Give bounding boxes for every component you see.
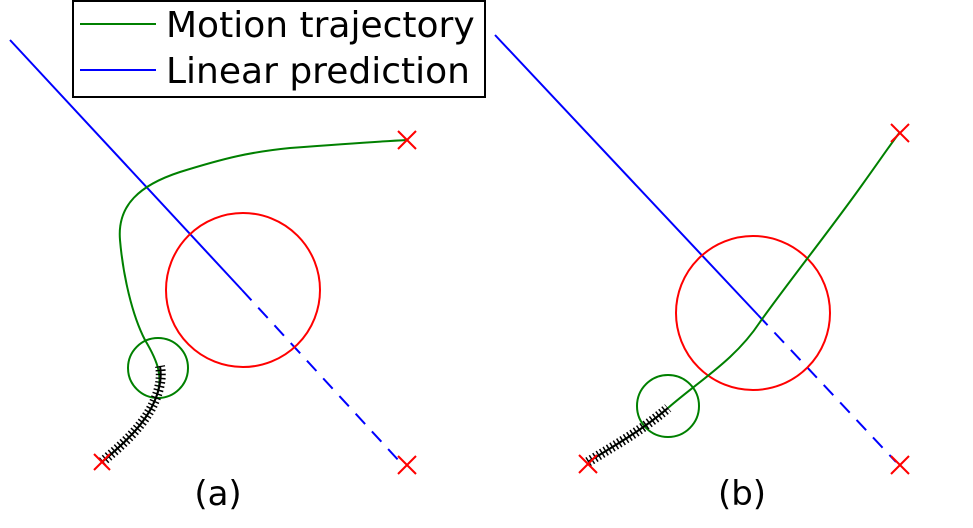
panel-a-observed-path-core [101,365,162,463]
panel-a-goal-marker [397,130,417,150]
panel-a-label: (a) [194,474,241,514]
panel-b: (b) [494,34,910,514]
panel-a: (a) [9,39,417,514]
panel-b-label: (b) [718,474,766,514]
panel-a-predicted-marker [397,455,417,475]
legend-label-motion-trajectory: Motion trajectory [166,5,475,46]
legend-label-linear-prediction: Linear prediction [166,51,470,92]
panel-b-linear-prediction [494,34,759,316]
panel-a-start-marker [93,453,111,471]
panel-a-linear-prediction [9,39,243,291]
legend: Motion trajectory Linear prediction [72,0,486,98]
panel-b-current-region [636,374,700,438]
panel-b-linear-prediction-dashed [757,314,897,463]
panel-a-linear-prediction-dashed [241,289,401,463]
panel-b-start-marker [578,454,598,474]
panel-b-predicted-marker [890,455,910,475]
panel-b-target-region [675,235,831,391]
legend-box [72,0,486,98]
panel-b-motion-trajectory [587,131,901,463]
panel-a-target-region [165,212,321,368]
panel-b-goal-marker [890,123,910,143]
